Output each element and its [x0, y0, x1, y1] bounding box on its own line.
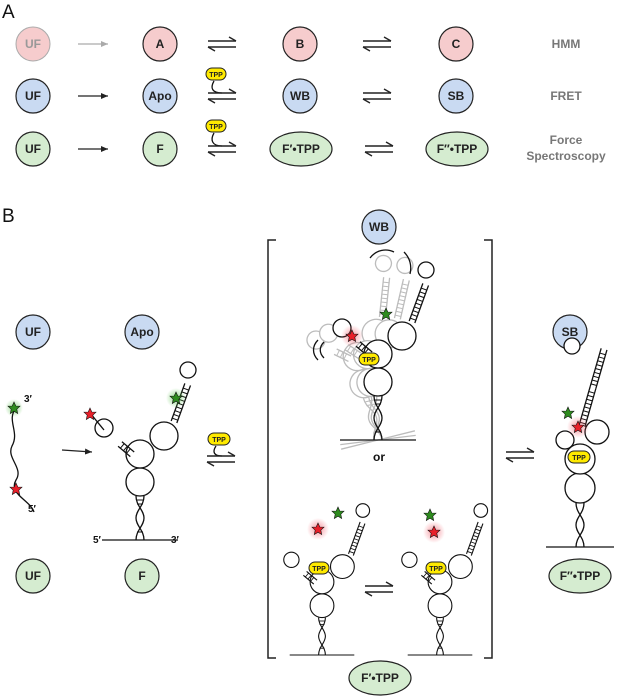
equilibrium-arrows-f-fprime: [207, 141, 237, 157]
tpp-ligand-text-fprime-left: TPP: [312, 566, 326, 573]
equilibrium-arrows-bracket-sb: [505, 447, 535, 463]
apo-riboswitch: 5′ 3′: [83, 362, 196, 546]
state-node-sb: [438, 78, 474, 114]
tpp-ligand-text-wb: TPP: [362, 357, 376, 364]
panel-b-label: B: [2, 206, 15, 227]
equilibrium-arrows-wb-sb: [362, 88, 392, 104]
right-bracket: [484, 239, 493, 659]
state-node-uf-fret: [15, 78, 51, 114]
tpp-ligand-badge-fprime-left: [308, 561, 330, 575]
state-label-uf-force: UF: [25, 142, 41, 156]
state-label-wb: WB: [290, 89, 310, 103]
state-label-f-double-prime-tpp: F″•TPP: [437, 142, 478, 156]
method-label-fret: FRET: [550, 89, 582, 103]
state-label-uf-fret: UF: [25, 89, 41, 103]
fret-row: UF Apo TPP WB SB FRET: [15, 67, 582, 114]
tpp-ligand-badge-fprime-right: [425, 561, 447, 575]
tpp-ligand-badge-force: [205, 119, 227, 133]
end-label-5prime-unfolded: 5′: [28, 504, 37, 515]
tpp-ligand-badge-wb: [358, 352, 380, 366]
state-label-f-prime-tpp: F′•TPP: [282, 142, 320, 156]
end-label-5prime-apo: 5′: [93, 535, 102, 546]
state-node-apo: [142, 78, 178, 114]
ligand-binding-arrow-fret: [211, 80, 223, 94]
tpp-ligand-badge-sb: [567, 450, 591, 464]
state-node-f-prime-tpp: [269, 131, 333, 167]
state-label-f-double-prime-tpp-b: F″•TPP: [560, 569, 601, 583]
state-node-f: [142, 131, 178, 167]
ligand-binding-arrow-b: [213, 445, 223, 457]
tpp-ligand-text-b: TPP: [212, 437, 226, 444]
tpp-ligand-text-fret: TPP: [209, 72, 223, 79]
state-label-a: A: [156, 37, 165, 51]
state-node-uf-fret-b: [15, 314, 51, 350]
end-label-3prime-apo: 3′: [171, 535, 180, 546]
tpp-ligand-text-force: TPP: [209, 124, 223, 131]
state-label-sb: SB: [448, 89, 465, 103]
method-label-force-line1: Force: [550, 133, 583, 147]
unfolded-rna: 3′ 5′: [5, 394, 37, 515]
state-node-b: [282, 26, 318, 62]
equilibrium-arrows-a-b: [207, 36, 237, 52]
state-node-f-prime-tpp-b: [348, 660, 412, 696]
left-bracket: [267, 239, 276, 659]
f-prime-tpp-right-riboswitch: TPP: [402, 504, 488, 655]
state-label-uf-hmm: UF: [25, 37, 41, 51]
state-label-sb-b: SB: [562, 325, 579, 339]
state-node-wb: [282, 78, 318, 114]
equilibrium-arrows-b-c: [362, 36, 392, 52]
sb-riboswitch: TPP: [546, 337, 614, 548]
state-label-wb-b: WB: [369, 220, 389, 234]
state-node-f-b: [124, 558, 160, 594]
state-node-uf-force-b: [15, 558, 51, 594]
motion-mark-left-outer: [312, 339, 319, 361]
method-label-hmm: HMM: [552, 37, 581, 51]
state-label-b: B: [296, 37, 305, 51]
state-label-uf-force-b: UF: [25, 569, 41, 583]
method-label-force-line2: Spectroscopy: [526, 149, 606, 163]
f-prime-tpp-left-riboswitch: TPP: [284, 504, 370, 655]
state-node-c: [438, 26, 474, 62]
force-row: UF F TPP F′•TPP F″•TPP Force Spectroscop…: [15, 119, 606, 167]
hmm-row: UF A B C HMM: [15, 26, 581, 62]
tpp-ligand-badge-b: [207, 432, 231, 446]
state-label-f-prime-tpp-b: F′•TPP: [361, 671, 399, 685]
folding-arrow-b: [61, 448, 93, 455]
tpp-ligand-badge-fret: [205, 67, 227, 81]
donor-star-icon-sb: [561, 406, 575, 419]
state-label-f-b: F: [138, 569, 145, 583]
tpp-ligand-text-fprime-right: TPP: [429, 566, 443, 573]
state-label-c: C: [452, 37, 461, 51]
wb-riboswitch: TPP: [291, 249, 434, 451]
state-label-apo-b: Apo: [130, 325, 153, 339]
state-node-a: [142, 26, 178, 62]
state-label-apo: Apo: [148, 89, 171, 103]
or-text: or: [373, 450, 385, 464]
acceptor-star-icon-unfolded: [9, 482, 23, 495]
equilibrium-arrows-apo-bracket: [206, 451, 236, 467]
motion-mark-right-outer: [403, 251, 412, 275]
equilibrium-arrows-fprime-fdouble: [364, 141, 394, 157]
motion-mark-top-outer: [369, 249, 395, 259]
state-node-wb-b: [361, 209, 397, 245]
ligand-binding-arrow-force: [211, 132, 223, 147]
equilibrium-arrows-apo-wb: [207, 88, 237, 104]
state-node-f-double-prime-tpp: [425, 131, 489, 167]
state-node-apo-b: [124, 314, 160, 350]
tpp-ligand-text-sb: TPP: [572, 455, 586, 462]
equilibrium-arrows-fprime-states: [364, 581, 394, 597]
state-node-uf-force: [15, 131, 51, 167]
motion-mark-left-inner: [319, 341, 325, 359]
panel-a-label: A: [2, 2, 15, 23]
state-label-f: F: [156, 142, 163, 156]
end-label-3prime-unfolded: 3′: [24, 394, 33, 405]
donor-star-icon-fprime-left: [331, 506, 345, 519]
state-label-uf-fret-b: UF: [25, 325, 41, 339]
state-node-f-double-prime-tpp-b: [548, 558, 612, 594]
donor-star-icon-fprime-right: [423, 508, 437, 521]
state-node-uf-hmm: [15, 26, 51, 62]
